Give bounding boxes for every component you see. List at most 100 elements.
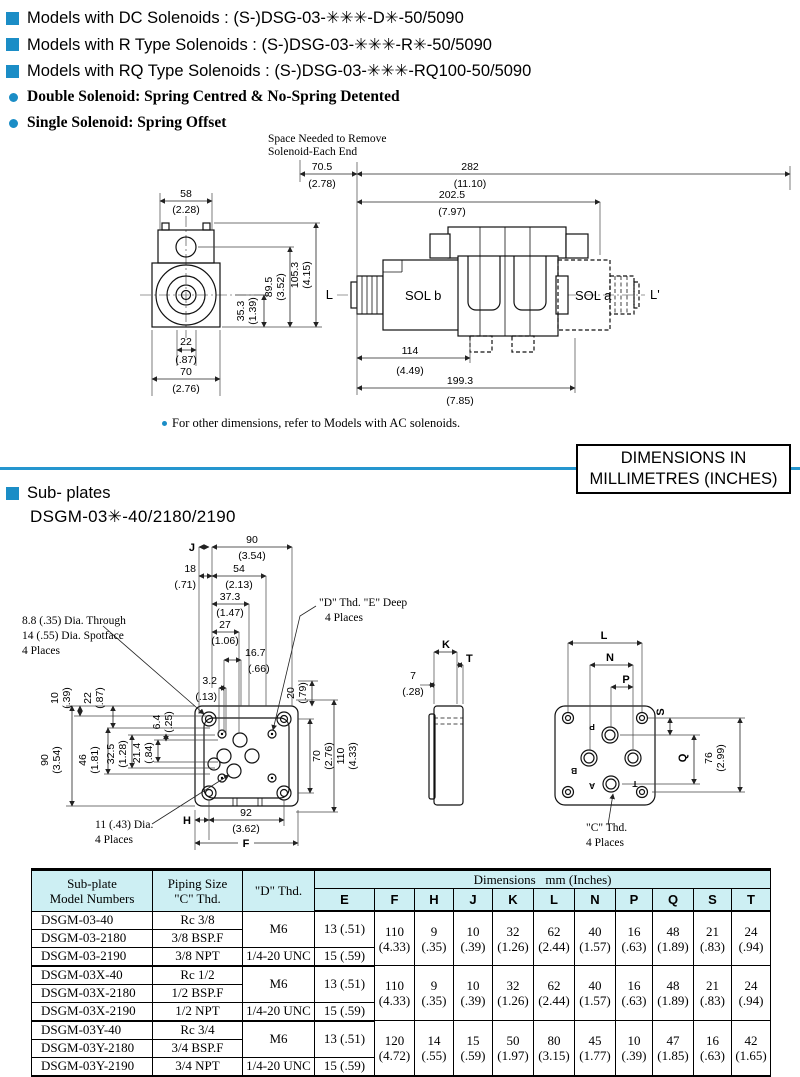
table-row: DSGM-03-2180 3/8 BSP.F	[31, 928, 771, 948]
dim-label: 35.3	[235, 301, 247, 322]
dim-label: (4.15)	[301, 261, 313, 288]
col-header-P: P	[615, 888, 653, 912]
dim-label: (3.52)	[275, 273, 287, 300]
col-header-S: S	[693, 888, 732, 912]
cell-model: DSGM-03X-2180	[31, 983, 153, 1003]
model-line: Models with R Type Solenoids : (S-)DSG-0…	[6, 32, 531, 59]
col-header-dimensions: Dimensions mm (Inches)	[313, 869, 772, 889]
dim-label: (7.85)	[446, 395, 473, 407]
dim-label: 46	[77, 754, 89, 766]
cell-piping: Rc 3/4	[152, 1020, 243, 1040]
dim-label: 282	[461, 161, 479, 173]
sol-b-label: SOL b	[405, 288, 441, 303]
cell-dim-J: 10(.39)	[453, 910, 493, 966]
cell-piping: 3/8 NPT	[152, 946, 243, 967]
dim-label: 70	[311, 750, 323, 762]
dim-label: (2.76)	[172, 383, 199, 395]
model-text: Models with DC Solenoids : (S-)DSG-03-✳✳…	[27, 9, 464, 28]
cell-dim-J: 15(.59)	[453, 1020, 493, 1077]
table-row: DSGM-03Y-40 Rc 3/4 M6 13 (.51) 120(4.72)…	[31, 1020, 772, 1077]
dim-label: 22	[82, 692, 94, 704]
dim-label: (.25)	[163, 711, 175, 733]
col-header-F: F	[374, 888, 415, 912]
dim-label: 58	[180, 188, 192, 200]
note-text: Double Solenoid: Spring Centred & No-Spr…	[27, 88, 400, 105]
footnote-text: For other dimensions, refer to Models wi…	[172, 416, 461, 430]
subplates-heading-text: Sub- plates	[27, 484, 111, 502]
model-list: Models with DC Solenoids : (S-)DSG-03-✳✳…	[6, 5, 531, 85]
dim-label: 92	[240, 807, 252, 819]
end-view-shapes	[140, 216, 268, 338]
note-label: 8.8 (.35) Dia. Through	[22, 615, 126, 627]
note-line: Double Solenoid: Spring Centred & No-Spr…	[9, 84, 400, 110]
dim-label: 16.7	[245, 647, 266, 659]
table-row: DSGM-03-40 Rc 3/8 M6 13 (.51) 110(4.33) …	[31, 910, 772, 966]
col-header-Q: Q	[652, 888, 694, 912]
l-label: L	[326, 287, 333, 302]
cell-piping: Rc 3/8	[152, 910, 243, 930]
dim-label: (1.47)	[216, 607, 243, 619]
table-row: DSGM-03Y-2180 3/4 BSP.F	[31, 1038, 771, 1058]
col-header-J: J	[453, 888, 493, 912]
dim-label: (3.54)	[238, 550, 265, 562]
dim-label: (.71)	[174, 579, 196, 591]
port-label: B	[571, 766, 577, 776]
cell-dim-K: 32(1.26)	[492, 910, 534, 966]
dim-label: 70	[180, 366, 192, 378]
dim-label: 105.3	[289, 262, 301, 288]
dim-label: K	[442, 639, 450, 651]
cell-dim-Q: 48(1.89)	[652, 965, 694, 1021]
dim-label: 89.5	[263, 277, 275, 298]
subplate-model-number: DSGM-03✳-40/2180/2190	[30, 507, 236, 526]
cell-model: DSGM-03-2190	[31, 946, 153, 967]
cell-e: 15 (.59)	[314, 1001, 375, 1022]
bullet-square-icon	[6, 11, 19, 25]
bullet-square-icon	[6, 64, 19, 78]
dim-label: S	[655, 708, 667, 715]
dim-label: 3.2	[202, 675, 217, 687]
cell-dthd: M6	[242, 1020, 315, 1058]
table-row: DSGM-03X-2190 1/2 NPT 1/4-20 UNC 15 (.59…	[31, 1001, 771, 1022]
model-line: Models with RQ Type Solenoids : (S-)DSG-…	[6, 58, 531, 85]
bullet-square-icon	[6, 487, 19, 500]
cell-e: 13 (.51)	[314, 910, 375, 948]
col-header-dthd: "D" Thd.	[242, 869, 315, 912]
dim-label: 32.5	[105, 744, 117, 765]
section-divider	[0, 467, 800, 470]
side-profile-shapes	[428, 705, 464, 806]
table-row: DSGM-03Y-2190 3/4 NPT 1/4-20 UNC 15 (.59…	[31, 1056, 771, 1077]
dim-label: Solenoid-Each End	[268, 146, 357, 158]
dim-label: 6.4	[151, 715, 163, 730]
col-header-N: N	[574, 888, 616, 912]
note-text: Single Solenoid: Spring Offset	[27, 114, 227, 131]
cell-dim-T: 24(.94)	[730, 965, 772, 1021]
note-label: 4 Places	[586, 837, 625, 849]
dim-label: (1.28)	[117, 740, 129, 767]
note-line: Single Solenoid: Spring Offset	[9, 110, 400, 136]
cell-dthd: 1/4-20 UNC	[242, 1056, 315, 1077]
dim-label: (2.28)	[172, 204, 199, 216]
cell-dim-F: 120(4.72)	[374, 1020, 415, 1077]
dim-label: (.79)	[297, 682, 309, 704]
dim-label: 76	[703, 752, 715, 764]
end-view-dimension-lines	[151, 193, 322, 396]
bullet-dot-icon	[9, 118, 18, 128]
note-label: 4 Places	[325, 612, 364, 624]
dim-label: (.28)	[402, 686, 424, 698]
cell-model: DSGM-03X-40	[31, 965, 153, 985]
sol-a-label: SOL a	[575, 288, 612, 303]
subplates-heading: Sub- plates	[6, 484, 110, 503]
cell-e: 13 (.51)	[314, 1020, 375, 1058]
col-header-piping: Piping Size"C" Thd.	[152, 869, 243, 912]
dim-label: 22	[180, 336, 192, 348]
cell-dim-S: 21(.83)	[693, 910, 732, 966]
cell-piping: 1/2 BSP.F	[152, 983, 243, 1003]
dim-label: 110	[335, 747, 347, 764]
dim-label: 70.5	[312, 161, 333, 173]
port-label: P	[589, 722, 595, 732]
cell-dim-P: 10(.39)	[615, 1020, 653, 1077]
cell-dthd: 1/4-20 UNC	[242, 1001, 315, 1022]
cell-dim-P: 16(.63)	[615, 910, 653, 966]
solenoid-notes: Double Solenoid: Spring Centred & No-Spr…	[9, 84, 400, 136]
